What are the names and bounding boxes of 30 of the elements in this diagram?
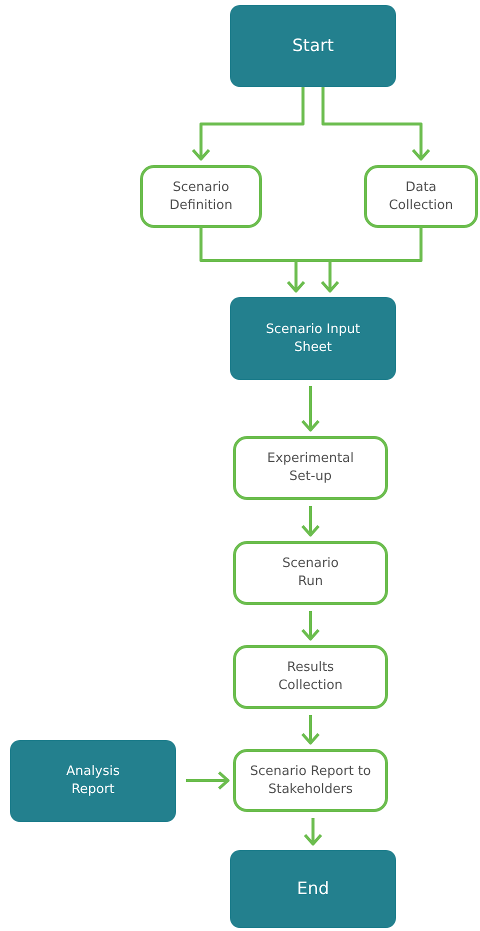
node-label: Start bbox=[291, 37, 335, 55]
arrow bbox=[322, 87, 430, 160]
terminal-box bbox=[230, 297, 396, 380]
process-box bbox=[233, 541, 388, 605]
terminal-box bbox=[10, 740, 176, 822]
node-label: Scenario Run bbox=[281, 555, 340, 591]
arrow bbox=[186, 771, 230, 790]
node-label: Scenario Input Sheet bbox=[264, 320, 362, 356]
arrow bbox=[286, 228, 422, 292]
node-label: Analysis Report bbox=[65, 763, 121, 799]
arrow bbox=[301, 386, 320, 432]
terminal-box bbox=[230, 5, 396, 87]
node-label: Experimental Set-up bbox=[266, 450, 355, 486]
process-box bbox=[233, 436, 388, 500]
process-box bbox=[233, 749, 388, 812]
arrow bbox=[301, 611, 320, 640]
process-box bbox=[364, 165, 478, 228]
arrow bbox=[301, 715, 320, 744]
arrow bbox=[192, 87, 304, 160]
process-box bbox=[233, 645, 388, 709]
terminal-box bbox=[230, 850, 396, 928]
process-box bbox=[140, 165, 262, 228]
node-label: Results Collection bbox=[277, 659, 344, 695]
arrow bbox=[200, 228, 340, 292]
node-label: End bbox=[296, 880, 330, 898]
arrow bbox=[304, 818, 322, 846]
node-label: Scenario Report to Stakeholders bbox=[249, 762, 372, 798]
node-label: Scenario Definition bbox=[168, 178, 234, 214]
node-label: Data Collection bbox=[388, 178, 454, 214]
arrow bbox=[301, 506, 320, 536]
